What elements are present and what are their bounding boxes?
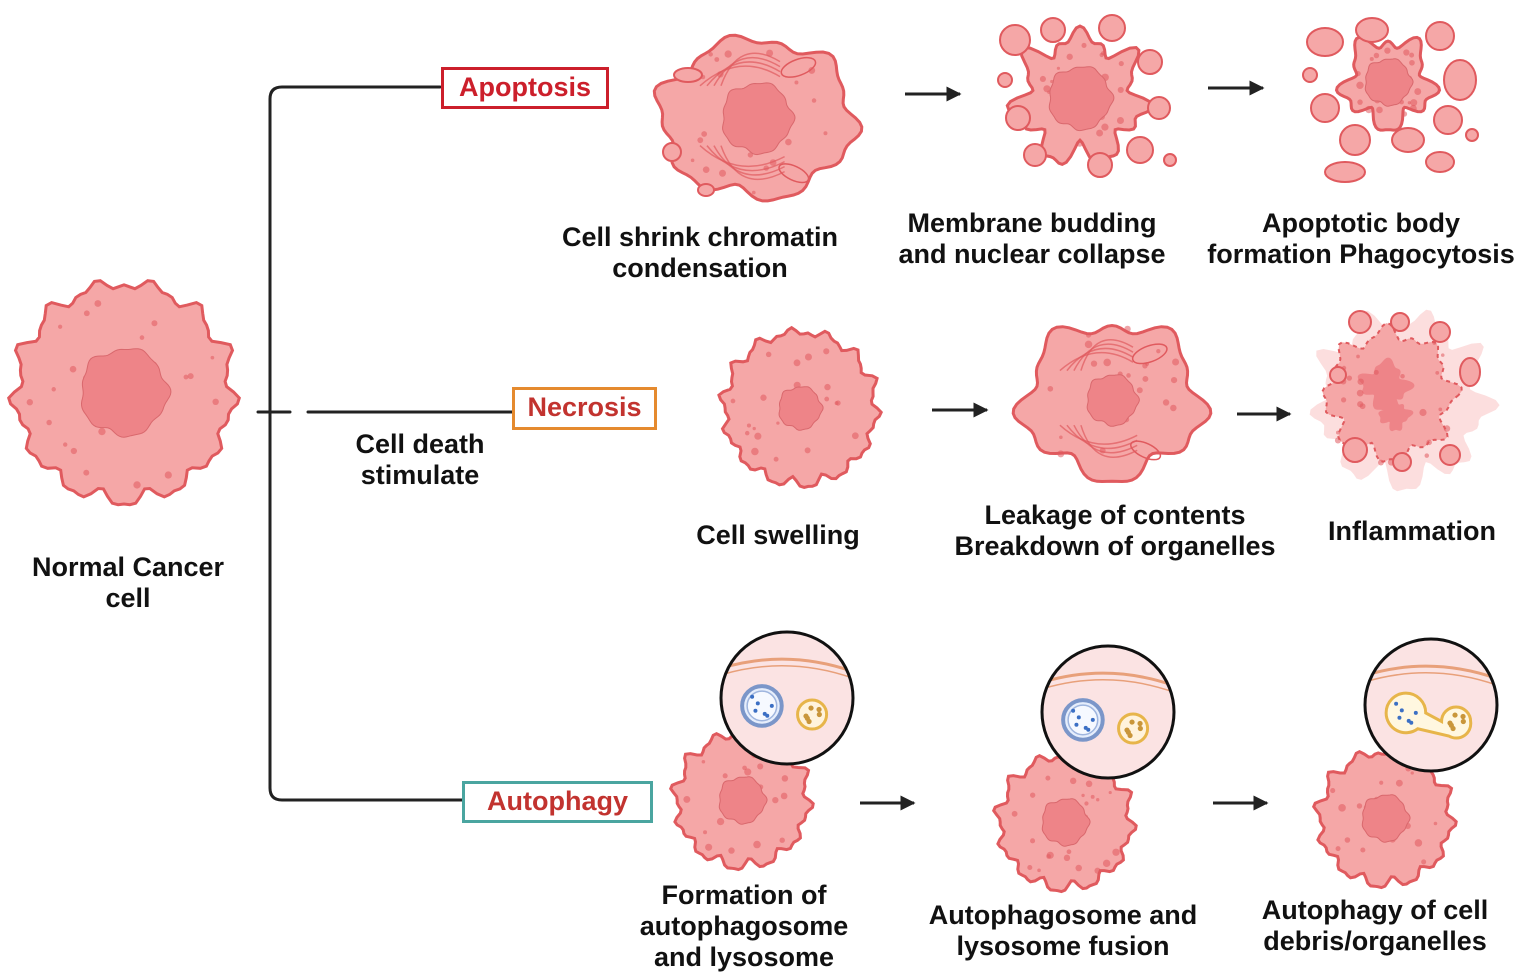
autophagy-step-2-caption: Autophagosome and lysosome fusion <box>903 900 1223 962</box>
necrosis-step-2-caption: Leakage of contents Breakdown of organel… <box>925 500 1305 562</box>
caption-line: Normal Cancer <box>31 552 225 582</box>
membrane-buds <box>997 14 1177 178</box>
branch-connector <box>256 85 514 802</box>
apoptosis-label: Apoptosis <box>459 72 591 102</box>
detached-bubbles <box>662 67 715 197</box>
apoptosis-step-2-caption: Membrane budding and nuclear collapse <box>872 208 1192 270</box>
apoptosis-label-box: Apoptosis <box>441 67 609 109</box>
caption-line: Formation of <box>661 880 827 910</box>
inflammation-fragments <box>1329 310 1481 472</box>
caption-line: Inflammation <box>1327 516 1496 546</box>
caption-line: lysosome fusion <box>956 931 1170 961</box>
autophagosome-formation-inset-icon <box>719 630 855 766</box>
apoptosis-step-3-caption: Apoptotic body formation Phagocytosis <box>1188 208 1534 270</box>
necrosis-label: Necrosis <box>527 392 642 422</box>
caption-line: Autophagosome and <box>928 900 1198 930</box>
autolysosome-inset-icon <box>1363 637 1499 773</box>
apoptosis-step-1-caption: Cell shrink chromatin condensation <box>520 222 880 284</box>
caption-line: condensation <box>612 253 788 283</box>
vesicle-fusion-cell-icon <box>991 750 1138 894</box>
caption-line: Apoptotic body <box>1262 208 1460 238</box>
necrosis-label-box: Necrosis <box>512 387 657 430</box>
autophagy-label: Autophagy <box>487 786 628 816</box>
caption-line: Cell shrink chromatin <box>561 222 839 252</box>
caption-line: formation Phagocytosis <box>1207 239 1515 269</box>
apoptotic-body-fragments <box>1302 17 1479 183</box>
caption-line: stimulate <box>360 460 480 490</box>
caption-line: Cell death <box>355 429 485 459</box>
caption-line: Membrane budding <box>907 208 1157 238</box>
autophagy-step-1-caption: Formation of autophagosome and lysosome <box>612 880 876 973</box>
budding-cell-icon <box>1005 24 1155 167</box>
caption-line: Leakage of contents <box>984 500 1246 530</box>
necrosis-step-1-caption: Cell swelling <box>668 520 888 551</box>
caption-line: Cell swelling <box>696 520 860 550</box>
normal-cancer-cell-icon <box>6 279 242 507</box>
necrosis-step-3-caption: Inflammation <box>1302 516 1522 547</box>
autophagy-label-box: Autophagy <box>462 781 653 823</box>
caption-line: autophagosome <box>639 911 849 941</box>
normal-cell-caption: Normal Cancer cell <box>8 552 248 614</box>
caption-line: Breakdown of organelles <box>954 531 1276 561</box>
caption-line: debris/organelles <box>1263 926 1487 956</box>
apoptotic-bodies-icon <box>1334 35 1442 132</box>
caption-line: cell <box>105 583 151 613</box>
autophagy-step-3-caption: Autophagy of cell debris/organelles <box>1232 895 1518 957</box>
stimulus-caption: Cell death stimulate <box>320 429 520 491</box>
leaking-cell-icon <box>1011 323 1213 484</box>
vesicle-fusion-inset-icon <box>1040 644 1176 780</box>
shrinking-cell-icon <box>652 33 864 203</box>
caption-line: and nuclear collapse <box>898 239 1166 269</box>
caption-line: Autophagy of cell <box>1261 895 1489 925</box>
step-arrows <box>860 80 1292 811</box>
caption-line: and lysosome <box>653 942 835 972</box>
swollen-cell-icon <box>717 325 883 489</box>
